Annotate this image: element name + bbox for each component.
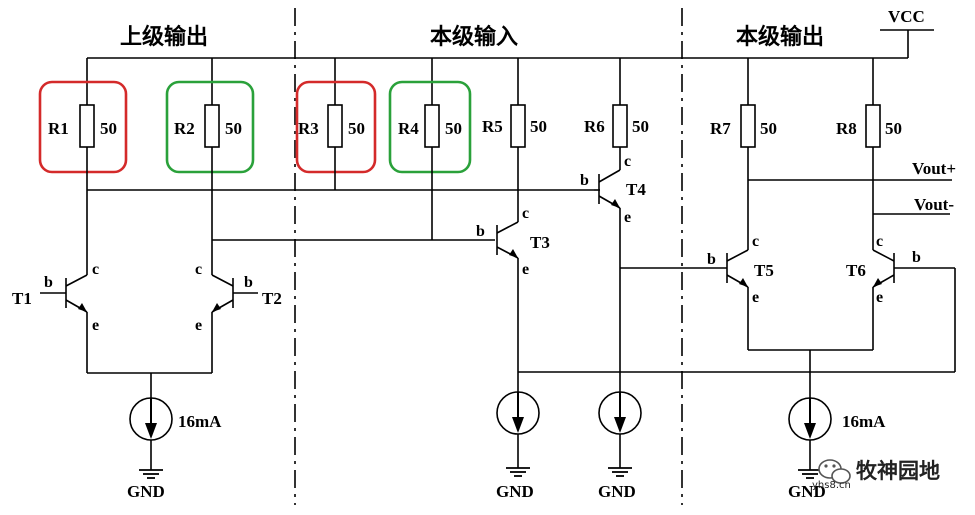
- transistor-t1-label: T1: [12, 289, 32, 308]
- highlight-box-r3: [295, 80, 377, 174]
- ground-symbol-2: [505, 467, 531, 477]
- emitter-arrows: [78, 199, 882, 312]
- current-source-t3: [496, 391, 540, 435]
- watermark-name: 牧神园地: [856, 459, 940, 483]
- resistor-r1-ref: R1: [48, 119, 69, 138]
- section-title-this-input: 本级输入: [430, 24, 518, 50]
- resistor-r2-value: 50: [225, 119, 242, 138]
- wechat-icon: [818, 459, 851, 484]
- resistor-r8: R8 50: [836, 104, 902, 148]
- resistor-r3-value: 50: [348, 119, 365, 138]
- resistor-r3: R3 50: [298, 104, 365, 148]
- ground-symbol-1: [138, 469, 164, 479]
- t1-pin-c: c: [92, 261, 99, 278]
- transistor-t4-label: T4: [626, 180, 646, 199]
- t5-pin-e: e: [752, 289, 759, 306]
- t3-pin-c: c: [522, 205, 529, 222]
- transistor-t2-label: T2: [262, 289, 282, 308]
- ground-symbol-3: [607, 467, 633, 477]
- resistor-r4-value: 50: [445, 119, 462, 138]
- t6-pin-e: e: [876, 289, 883, 306]
- t4-pin-b: b: [580, 172, 589, 189]
- resistor-r4: R4 50: [398, 104, 462, 148]
- ground-symbol-4: [797, 469, 823, 479]
- transistor-t6-label: T6: [846, 261, 866, 280]
- resistor-r1: R1 50: [48, 104, 117, 148]
- vout-plus-label: Vout+: [912, 159, 956, 178]
- vout-minus-label: Vout-: [914, 195, 954, 214]
- resistor-r2-ref: R2: [174, 119, 195, 138]
- resistor-r5-ref: R5: [482, 117, 503, 136]
- resistor-r6: R6 50: [584, 104, 649, 148]
- transistor-t3-label: T3: [530, 233, 550, 252]
- gnd-label-2: GND: [496, 482, 534, 501]
- highlight-box-r1: [38, 80, 128, 174]
- t4-pin-c: c: [624, 153, 631, 170]
- resistor-r2: R2 50: [174, 104, 242, 148]
- resistor-r5-value: 50: [530, 117, 547, 136]
- resistor-r4-ref: R4: [398, 119, 419, 138]
- gnd-label-3: GND: [598, 482, 636, 501]
- section-title-upper-output: 上级输出: [120, 24, 208, 50]
- t5-pin-c: c: [752, 233, 759, 250]
- resistor-r7-ref: R7: [710, 119, 731, 138]
- resistor-r7: R7 50: [710, 104, 777, 148]
- highlight-box-r4: [388, 80, 472, 174]
- watermark-url: yhs8.cn: [812, 480, 851, 491]
- current-source-right: [788, 397, 832, 441]
- current-source-right-value: 16mA: [842, 412, 886, 431]
- highlight-box-r2: [165, 80, 255, 174]
- t2-pin-e: e: [195, 317, 202, 334]
- t5-pin-b: b: [707, 251, 716, 268]
- t2-pin-c: c: [195, 261, 202, 278]
- watermark: 牧神园地 yhs8.cn: [812, 459, 940, 491]
- gnd-label-1: GND: [127, 482, 165, 501]
- resistor-leads: [86, 58, 874, 105]
- resistor-r8-ref: R8: [836, 119, 857, 138]
- t3-pin-b: b: [476, 223, 485, 240]
- resistor-r3-ref: R3: [298, 119, 319, 138]
- t6-pin-c: c: [876, 233, 883, 250]
- circuit-wires: [40, 147, 956, 470]
- section-title-this-output: 本级输出: [736, 24, 824, 50]
- current-source-left-value: 16mA: [178, 412, 222, 431]
- current-source-left: [129, 397, 173, 441]
- resistor-r8-value: 50: [885, 119, 902, 138]
- resistor-r6-value: 50: [632, 117, 649, 136]
- t2-pin-b: b: [244, 274, 253, 291]
- t1-pin-e: e: [92, 317, 99, 334]
- vcc-label: VCC: [888, 7, 925, 26]
- current-source-t4: [598, 391, 642, 435]
- resistor-r1-value: 50: [100, 119, 117, 138]
- t1-pin-b: b: [44, 274, 53, 291]
- t3-pin-e: e: [522, 261, 529, 278]
- resistor-r7-value: 50: [760, 119, 777, 138]
- transistor-t5-label: T5: [754, 261, 774, 280]
- t6-pin-b: b: [912, 249, 921, 266]
- resistor-r5: R5 50: [482, 104, 547, 148]
- resistor-r6-ref: R6: [584, 117, 605, 136]
- gnd-label-4: GND: [788, 482, 826, 501]
- t4-pin-e: e: [624, 209, 631, 226]
